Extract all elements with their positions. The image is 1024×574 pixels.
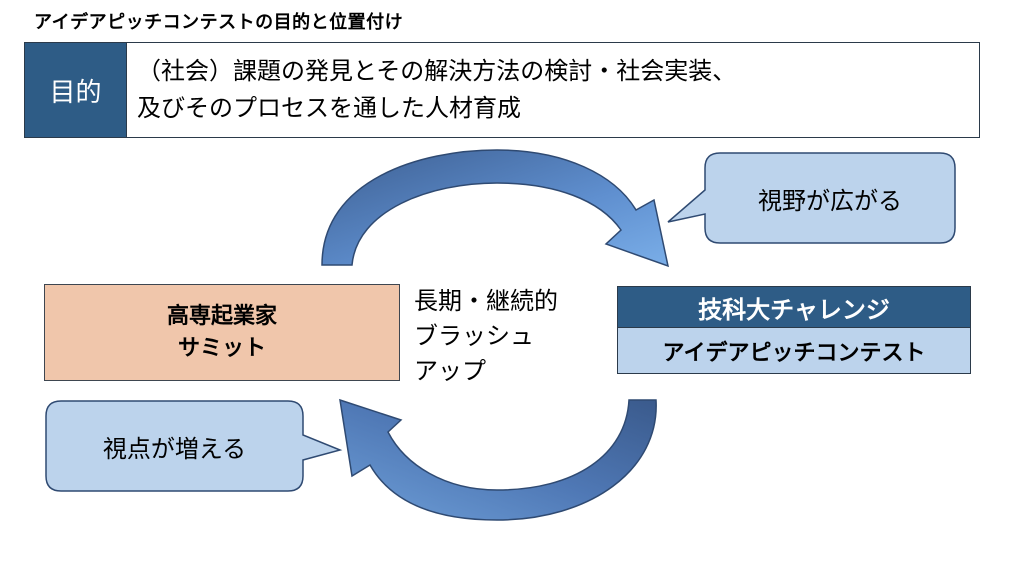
purpose-label: 目的: [25, 43, 127, 137]
idea-pitch-contest-label: アイデアピッチコンテスト: [617, 328, 971, 374]
kosen-summit-line1: 高専起業家: [166, 303, 277, 329]
speech-bubble-top: [667, 152, 956, 244]
bubble-bottom-text: 視点が増える: [102, 434, 247, 463]
speech-bubble-bottom: [45, 400, 343, 492]
kosen-summit-line2: サミット: [177, 335, 266, 361]
kosen-summit-box: 高専起業家 サミット: [44, 284, 400, 381]
purpose-text: （社会）課題の発見とその解決方法の検討・社会実装、 及びそのプロセスを通した人材…: [137, 57, 737, 122]
top-cycle-arrow: [321, 149, 670, 268]
page-title: アイデアピッチコンテストの目的と位置付け: [34, 12, 404, 33]
bubble-top-text: 視野が広がる: [758, 186, 902, 215]
center-label: 長期・継続的 ブラッシュ アップ: [414, 287, 558, 385]
bottom-cycle-arrow: [339, 398, 657, 521]
gikadai-challenge-header: 技科大チャレンジ: [617, 286, 971, 328]
purpose-box: 目的 （社会）課題の発見とその解決方法の検討・社会実装、 及びそのプロセスを通し…: [24, 42, 980, 138]
gikadai-challenge-box: 技科大チャレンジ アイデアピッチコンテスト: [617, 286, 971, 374]
